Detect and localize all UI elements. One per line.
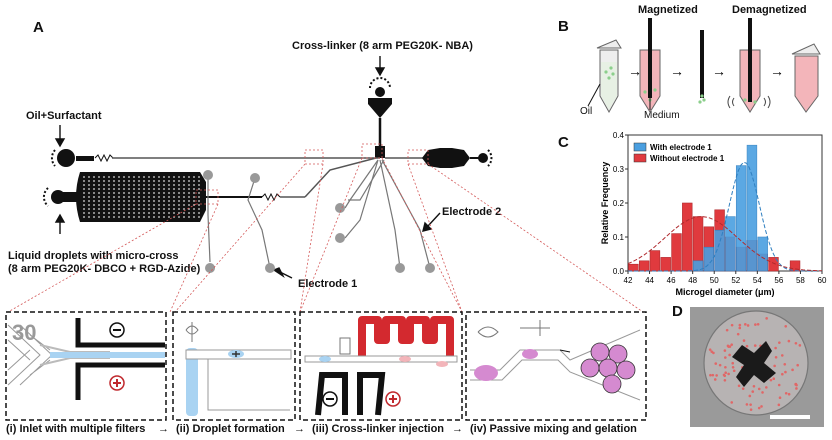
bar-without-55.5	[768, 257, 779, 272]
tube-2	[639, 18, 661, 113]
legend-label-0: With electrode 1	[650, 143, 712, 152]
fit-curve-without	[627, 216, 823, 272]
oil-surfactant-label: Oil+Surfactant	[26, 110, 102, 122]
x-tick-label-50: 50	[710, 276, 719, 285]
inset-iv	[465, 311, 647, 421]
panel-b-label: B	[558, 18, 569, 35]
x-tick-label-56: 56	[774, 276, 783, 285]
panel-c-label: C	[558, 134, 569, 151]
legend-label-1: Without electrode 1	[650, 154, 725, 163]
x-tick-label-58: 58	[796, 276, 805, 285]
magnetized-label: Magnetized	[638, 4, 698, 16]
arrow-i-ii: →	[158, 423, 169, 435]
y-tick-label-0.4: 0.4	[613, 131, 625, 140]
bar-with-54.5	[757, 236, 768, 272]
droplet-filter-block	[42, 157, 377, 222]
step-label-iv: (iv) Passive mixing and gelation	[470, 423, 637, 435]
inset-ii	[172, 311, 296, 421]
bar-without-47.5	[682, 202, 693, 272]
step-label-iii: (iii) Cross-linker injection	[312, 423, 445, 435]
x-tick-label-46: 46	[667, 276, 676, 285]
arrow-ii-iii: →	[294, 423, 305, 435]
bar-with-53.5	[746, 144, 758, 272]
bar-without-42.5	[628, 263, 639, 272]
y-tick-label-0.3: 0.3	[613, 165, 625, 174]
micrograph-image	[690, 307, 824, 427]
electrode-traces	[207, 159, 431, 269]
oil-label-b: Oil	[580, 106, 593, 117]
plot-frame	[627, 134, 823, 272]
y-tick-label-0: 0.0	[613, 267, 625, 276]
arrow-b4: →	[770, 63, 784, 79]
panel-a-label: A	[33, 19, 44, 36]
x-tick-label-42: 42	[624, 276, 633, 285]
droplets-label-line2: (8 arm PEG20K- DBCO + RGD-Azide)	[8, 263, 201, 275]
legend-swatch-1	[633, 153, 647, 163]
tube-1	[596, 39, 622, 114]
y-tick-label-0.1: 0.1	[613, 233, 625, 242]
bar-with-50.5	[714, 229, 725, 272]
x-tick-label-44: 44	[645, 276, 654, 285]
legend-swatch-0	[633, 142, 647, 152]
micrograph-drawing	[690, 307, 824, 427]
bar-without-44.5	[649, 250, 661, 272]
fit-curve-with	[628, 161, 822, 272]
arrow-b2: →	[670, 63, 684, 79]
droplets-label-line1: Liquid droplets with micro-cross	[8, 250, 179, 262]
arrow-b3: →	[712, 63, 726, 79]
y-tick-label-0.2: 0.2	[613, 199, 625, 208]
inset-number: 30	[12, 320, 37, 345]
electrode2-label: Electrode 2	[442, 206, 502, 218]
electrode-pads	[203, 170, 435, 273]
inset-iii	[299, 311, 463, 421]
tube-4	[791, 43, 821, 113]
demagnetized-label: Demagnetized	[732, 4, 807, 16]
y-axis-label: Relative Frequency	[600, 162, 610, 245]
callout-guides	[7, 143, 644, 313]
x-axis-label: Microgel diameter (μm)	[675, 287, 774, 297]
x-tick-label-60: 60	[818, 276, 827, 285]
medium-label-b: Medium	[644, 110, 680, 121]
bar-with-48.5	[692, 260, 704, 272]
inset-i	[5, 311, 167, 421]
step-label-i: (i) Inlet with multiple filters	[6, 423, 146, 435]
panel-d-label: D	[672, 303, 683, 320]
bar-without-46.5	[671, 233, 682, 272]
bar-without-43.5	[638, 260, 650, 272]
arrow-b1: →	[628, 63, 642, 79]
x-tick-label-52: 52	[731, 276, 740, 285]
bar-with-51.5	[725, 216, 736, 272]
pointer-oil	[587, 83, 601, 107]
arrow-iii-iv: →	[452, 423, 463, 435]
outlet-right	[385, 148, 493, 168]
crosslinker-inlet	[368, 77, 392, 158]
crosslinker-label: Cross-linker (8 arm PEG20K- NBA)	[292, 40, 473, 52]
oil-inlet	[51, 149, 380, 167]
bar-without-45.5	[660, 257, 671, 272]
bar-with-52.5	[735, 165, 747, 272]
chip-arrows	[54, 56, 441, 279]
x-tick-label-54: 54	[753, 276, 762, 285]
magnet-rod	[698, 30, 706, 104]
x-tick-label-48: 48	[688, 276, 697, 285]
step-label-ii: (ii) Droplet formation	[176, 423, 285, 435]
bar-with-49.5	[703, 246, 715, 272]
tube-3	[727, 18, 771, 113]
